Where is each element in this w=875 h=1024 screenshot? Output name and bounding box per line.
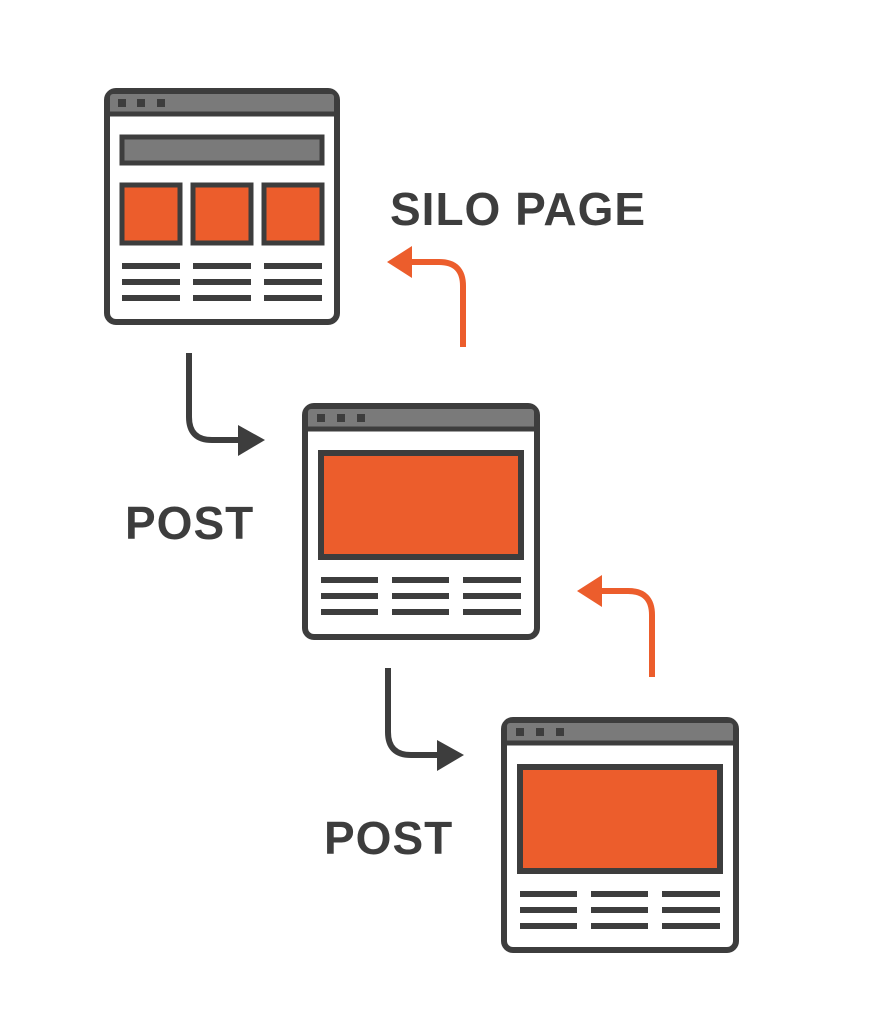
header-bar [119, 134, 325, 166]
hero-block [318, 450, 524, 560]
window-titlebar [308, 409, 534, 428]
arrow-down-right-icon [186, 353, 265, 456]
arrow-up-left-icon [577, 575, 655, 677]
window-dot [317, 414, 325, 422]
window-titlebar [110, 94, 334, 113]
window-dot [137, 99, 145, 107]
window-dot [337, 414, 345, 422]
window-dot [516, 728, 524, 736]
window-dot [118, 99, 126, 107]
content-block [119, 182, 183, 246]
arrow-up-left-icon [387, 246, 466, 347]
content-block [261, 182, 325, 246]
text-lines [321, 577, 521, 615]
text-lines [122, 263, 322, 301]
window-dot [157, 99, 165, 107]
post-label: POST [125, 497, 255, 549]
arrow-down-right-icon [385, 668, 464, 771]
window-dot [536, 728, 544, 736]
window-dot [556, 728, 564, 736]
silo-page-window [104, 88, 340, 325]
hero-block [517, 764, 723, 874]
post-label: POST [324, 812, 454, 864]
silo-page-label: SILO PAGE [390, 183, 647, 235]
text-lines [520, 891, 720, 929]
post-window-1 [302, 403, 540, 640]
post-window-2 [501, 717, 739, 953]
window-titlebar [507, 723, 733, 742]
window-dot [357, 414, 365, 422]
content-block [190, 182, 254, 246]
